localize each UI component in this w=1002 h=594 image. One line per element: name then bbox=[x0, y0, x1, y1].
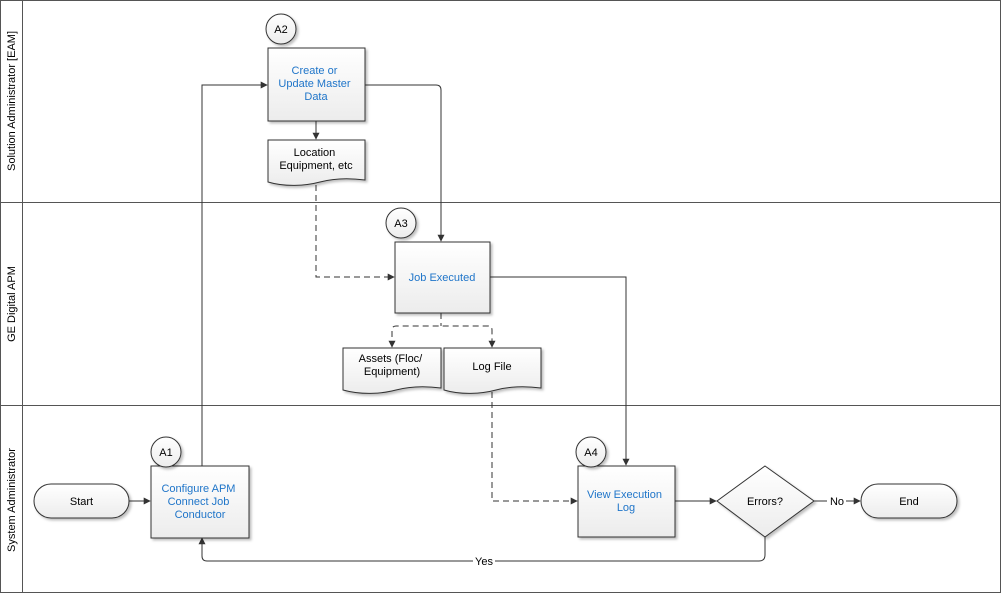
lane-label-system-administrator: System Administrator bbox=[6, 448, 18, 552]
step-a4-label[interactable]: View Execution Log bbox=[587, 489, 665, 514]
step-a2-line-1: Create or bbox=[292, 65, 338, 77]
lane-label-ge-digital-apm: GE Digital APM bbox=[6, 266, 18, 342]
start-label: Start bbox=[70, 496, 93, 508]
step-a3-box[interactable] bbox=[394, 241, 491, 314]
step-a4-badge: A4 bbox=[575, 436, 607, 468]
end-label: End bbox=[899, 496, 919, 508]
start-terminal bbox=[33, 483, 130, 519]
step-a3-id: A3 bbox=[394, 218, 407, 230]
step-a4-id: A4 bbox=[584, 447, 597, 459]
connector-a3-outputs bbox=[391, 313, 493, 347]
step-a2-badge: A2 bbox=[265, 13, 297, 45]
step-a1-label[interactable]: Configure APM Connect Job Conductor bbox=[161, 483, 238, 521]
step-a2-box[interactable] bbox=[267, 47, 366, 122]
step-a1-badge: A1 bbox=[150, 436, 182, 468]
step-a3-label[interactable]: Job Executed bbox=[409, 272, 476, 284]
step-a1-line-1: Configure APM bbox=[161, 483, 235, 495]
document-logfile-label: Log File bbox=[472, 361, 511, 373]
step-a1-line-2: Connect Job bbox=[168, 496, 230, 508]
step-a4-box[interactable] bbox=[577, 465, 676, 538]
step-a3-line-1: Job Executed bbox=[409, 272, 476, 284]
step-a4-line-1: View Execution bbox=[587, 489, 662, 501]
step-a2-label[interactable]: Create or Update Master Data bbox=[278, 65, 353, 103]
document-logfile-line-1: Log File bbox=[472, 361, 511, 373]
step-a2-line-2: Update Master bbox=[278, 78, 350, 90]
connector-a2-a3 bbox=[365, 84, 445, 242]
decision-errors-shape bbox=[716, 465, 815, 538]
step-a1-line-3: Conductor bbox=[175, 509, 226, 521]
edge-label-no: No bbox=[830, 496, 844, 508]
edge-label-yes: Yes bbox=[475, 556, 493, 568]
document-location-line-2: Equipment, etc bbox=[279, 160, 353, 172]
lane-label-solution-administrator: Solution Administrator [EAM] bbox=[6, 31, 18, 171]
decision-errors-label: Errors? bbox=[747, 496, 783, 508]
document-assets-line-2: Equipment) bbox=[364, 366, 420, 378]
document-assets-line-1: Assets (Floc/ bbox=[359, 353, 424, 365]
document-assets-label: Assets (Floc/ Equipment) bbox=[359, 353, 426, 378]
step-a3-badge: A3 bbox=[385, 207, 417, 239]
document-location-shape bbox=[267, 139, 366, 186]
document-location-label: Location Equipment, etc bbox=[279, 147, 353, 172]
connector-decision-a1 bbox=[202, 537, 766, 562]
step-a1-box[interactable] bbox=[150, 465, 250, 539]
end-terminal bbox=[860, 483, 958, 519]
connector-logfile-a4 bbox=[491, 392, 578, 505]
connectors bbox=[129, 81, 860, 562]
document-location-line-1: Location bbox=[294, 147, 336, 159]
step-a1-id: A1 bbox=[159, 447, 172, 459]
connector-location-a3 bbox=[315, 185, 395, 281]
step-a2-id: A2 bbox=[274, 24, 287, 36]
step-a2-line-3: Data bbox=[304, 91, 328, 103]
step-a4-line-2: Log bbox=[617, 502, 635, 514]
document-logfile-shape bbox=[443, 347, 542, 394]
connector-a1-a2 bbox=[201, 81, 268, 466]
document-assets-shape bbox=[342, 347, 442, 394]
connector-a3-a4 bbox=[490, 276, 630, 466]
